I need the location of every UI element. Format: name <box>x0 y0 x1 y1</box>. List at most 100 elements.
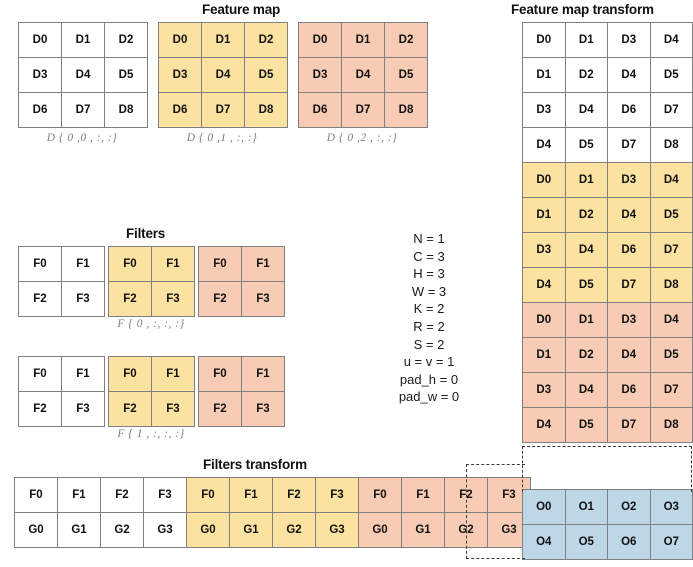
cell-d4: D4 <box>61 57 105 93</box>
cell-d8: D8 <box>649 267 693 303</box>
cell-f2: F2 <box>18 391 62 427</box>
feature-map-label-2: D { 0 ,2 , :, :} <box>326 132 398 144</box>
cell-d7: D7 <box>649 232 693 268</box>
feature-map-transform-title: Feature map transform <box>511 2 654 17</box>
cell-d1: D1 <box>522 57 566 93</box>
feature-map-label-0: D { 0 ,0 , :, :} <box>46 132 118 144</box>
cell-f0: F0 <box>198 356 242 392</box>
cell-f3: F3 <box>151 391 195 427</box>
cell-d4: D4 <box>522 407 566 443</box>
cell-d4: D4 <box>607 197 651 233</box>
cell-d5: D5 <box>649 337 693 373</box>
cell-d3: D3 <box>607 162 651 198</box>
cell-f1: F1 <box>61 356 105 392</box>
cell-d0: D0 <box>522 302 566 338</box>
cell-f2: F2 <box>108 281 152 317</box>
cell-f1: F1 <box>151 356 195 392</box>
cell-f0: F0 <box>358 477 402 513</box>
cell-d3: D3 <box>522 372 566 408</box>
cell-g2: G2 <box>272 512 316 548</box>
param-9: pad_w = 0 <box>398 389 460 405</box>
cell-f1: F1 <box>151 246 195 282</box>
cell-d2: D2 <box>564 197 608 233</box>
cell-d1: D1 <box>564 162 608 198</box>
cell-d0: D0 <box>158 22 202 58</box>
cell-f0: F0 <box>108 246 152 282</box>
cell-f2: F2 <box>198 281 242 317</box>
filters-transform-title: Filters transform <box>203 457 307 472</box>
cell-g1: G1 <box>401 512 445 548</box>
feature-map-title: Feature map <box>202 2 281 17</box>
cell-f3: F3 <box>143 477 187 513</box>
cell-d6: D6 <box>18 92 62 128</box>
cell-f1: F1 <box>61 246 105 282</box>
cell-d3: D3 <box>522 232 566 268</box>
cell-d1: D1 <box>522 197 566 233</box>
cell-d1: D1 <box>341 22 385 58</box>
cell-d7: D7 <box>607 127 651 163</box>
cell-o1: O1 <box>564 489 608 525</box>
cell-d7: D7 <box>607 267 651 303</box>
cell-g0: G0 <box>14 512 58 548</box>
cell-g0: G0 <box>186 512 230 548</box>
cell-d3: D3 <box>158 57 202 93</box>
cell-d7: D7 <box>649 92 693 128</box>
cell-d1: D1 <box>564 22 608 58</box>
cell-f0: F0 <box>18 356 62 392</box>
cell-d7: D7 <box>341 92 385 128</box>
cell-d8: D8 <box>384 92 428 128</box>
cell-d5: D5 <box>244 57 288 93</box>
cell-d8: D8 <box>649 407 693 443</box>
cell-d8: D8 <box>649 127 693 163</box>
cell-f0: F0 <box>14 477 58 513</box>
cell-o5: O5 <box>564 524 608 560</box>
cell-d4: D4 <box>649 162 693 198</box>
cell-d4: D4 <box>201 57 245 93</box>
cell-g3: G3 <box>315 512 359 548</box>
cell-d2: D2 <box>564 337 608 373</box>
cell-d3: D3 <box>522 92 566 128</box>
cell-o6: O6 <box>607 524 651 560</box>
cell-d1: D1 <box>564 302 608 338</box>
cell-f0: F0 <box>18 246 62 282</box>
cell-d7: D7 <box>649 372 693 408</box>
dashed-guide-left <box>466 464 525 559</box>
param-5: R = 2 <box>413 318 445 334</box>
cell-f0: F0 <box>186 477 230 513</box>
param-3: W = 3 <box>411 283 447 299</box>
cell-f3: F3 <box>151 281 195 317</box>
cell-d0: D0 <box>522 22 566 58</box>
cell-d1: D1 <box>522 337 566 373</box>
cell-f1: F1 <box>401 477 445 513</box>
cell-g1: G1 <box>57 512 101 548</box>
